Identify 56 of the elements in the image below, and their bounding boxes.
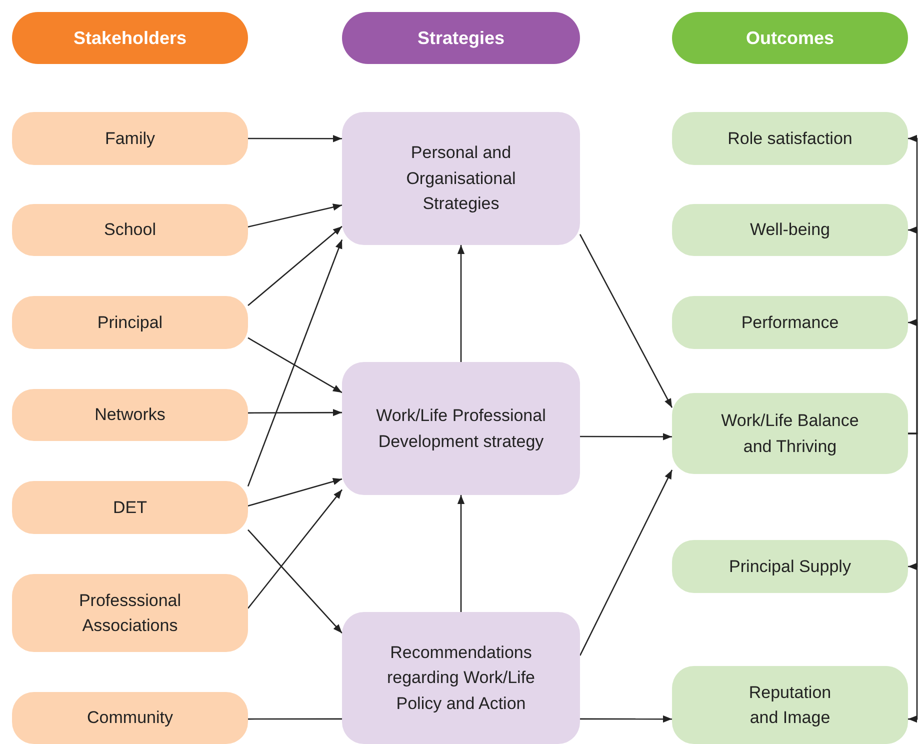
rounded-box (672, 666, 908, 744)
box-label: Personal and Organisational Strategies (405, 142, 517, 216)
arrow (457, 245, 465, 362)
arrow (248, 135, 342, 142)
box-label: Role satisfaction (728, 128, 852, 150)
box-label: DET (113, 496, 147, 519)
box-label: Professsional Associations (78, 590, 182, 637)
column-header (12, 12, 248, 64)
column-header (342, 12, 580, 64)
arrow (579, 470, 673, 656)
rounded-box (672, 112, 908, 165)
box-label: Well-being (750, 219, 830, 242)
rounded-box (342, 362, 580, 495)
box-label: Principal Supply (729, 556, 851, 578)
rounded-box (672, 296, 908, 349)
connector-line (248, 718, 342, 720)
box-label: School (104, 219, 156, 242)
arrow (908, 432, 918, 723)
rounded-box (12, 389, 248, 441)
box-label: Performance (741, 312, 839, 334)
arrow (248, 529, 342, 634)
arrow (248, 408, 342, 416)
rounded-box (12, 481, 248, 534)
box-label: Networks (94, 404, 166, 426)
arrow (579, 234, 673, 408)
rounded-box (672, 204, 908, 256)
arrow (457, 495, 465, 612)
rounded-box (12, 574, 248, 652)
arrow (248, 226, 342, 306)
rounded-box (12, 204, 248, 256)
arrow (580, 715, 672, 723)
box-label: Recommendations regarding Work/Life Policy and Action (386, 642, 536, 715)
box-label: Principal (97, 312, 163, 334)
rounded-box (12, 296, 248, 349)
box-label: Work/Life Balance and Thriving (720, 410, 860, 458)
arrow (248, 478, 342, 507)
box-label: Outcomes (746, 26, 834, 50)
box-label: Stakeholders (73, 26, 187, 50)
rounded-box (672, 540, 908, 593)
arrow (908, 318, 918, 434)
rounded-box (342, 112, 580, 245)
rounded-box (672, 393, 908, 474)
rounded-box (12, 112, 248, 165)
rounded-box (12, 692, 248, 744)
box-label: Reputation and Image (748, 682, 832, 729)
arrow (248, 337, 342, 394)
column-header (672, 12, 908, 64)
arrow (248, 204, 342, 228)
arrow (580, 433, 672, 440)
box-label: Work/Life Professional Development strategy (375, 405, 547, 452)
box-label: Family (104, 128, 156, 150)
box-label: Community (87, 707, 173, 730)
arrow (247, 239, 343, 487)
arrow (248, 489, 342, 609)
rounded-box (342, 612, 580, 744)
box-label: Strategies (417, 26, 505, 50)
